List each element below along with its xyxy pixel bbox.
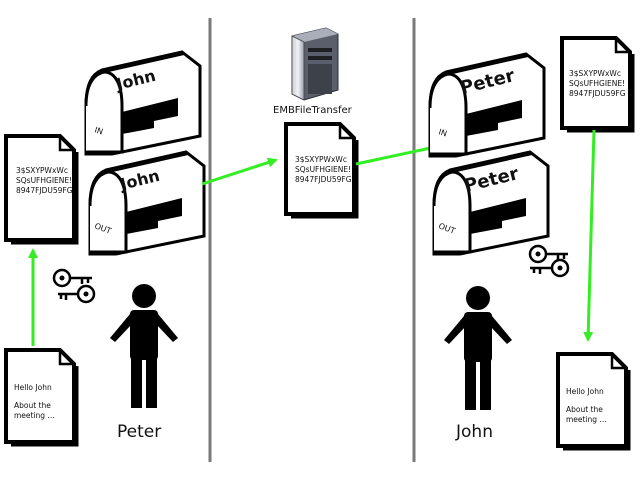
key-icon <box>52 268 96 304</box>
mailbox-tag: IN <box>93 125 104 136</box>
doc-text-line: Hello John <box>566 387 604 396</box>
document-icon: 3$SXYPWxWc SQsUFHGIENE! 8947FJDU59FG <box>284 122 359 219</box>
arrow <box>355 142 442 166</box>
doc-text-line: SQsUFHGIENE! <box>295 165 351 174</box>
person-label: Peter <box>117 422 161 442</box>
key-icon <box>528 244 570 278</box>
doc-text-line: 3$SXYPWxWc <box>16 166 68 175</box>
mailbox-icon: Peter OUT <box>432 150 550 256</box>
document-icon: 3$SXYPWxWc SQsUFHGIENE! 8947FJDU59FG <box>560 36 635 133</box>
document-icon: Hello John About the meeting ... <box>556 352 631 451</box>
doc-text-line: SQsUFHGIENE! <box>569 79 625 88</box>
mailbox-icon: John OUT <box>88 150 206 256</box>
mailbox-icon: John IN <box>84 50 202 156</box>
person-icon <box>444 286 512 410</box>
mailbox-icon: Peter IN <box>428 52 546 158</box>
document-icon: 3$SXYPWxWc SQsUFHGIENE! 8947FJDU59FG <box>4 134 79 245</box>
server-icon <box>291 27 339 101</box>
doc-text-line: 3$SXYPWxWc <box>569 69 621 78</box>
doc-text-line: SQsUFHGIENE! <box>16 176 72 185</box>
server-label: EMBFileTransfer <box>273 105 353 116</box>
doc-text-line: Hello John <box>14 383 52 392</box>
doc-text-line: 8947FJDU59FG <box>569 89 626 98</box>
document-icon: Hello John About the meeting ... <box>4 348 79 447</box>
arrow <box>583 129 596 342</box>
doc-text-line: meeting ... <box>14 411 55 420</box>
doc-text-line: 8947FJDU59FG <box>16 186 73 195</box>
person-icon <box>110 284 178 408</box>
mailbox-tag: IN <box>437 127 448 138</box>
doc-text-line: 8947FJDU59FG <box>295 175 352 184</box>
doc-text-line: 3$SXYPWxWc <box>295 155 347 164</box>
person-label: John <box>455 422 493 442</box>
arrow <box>201 157 278 186</box>
doc-text-line: About the <box>566 405 603 414</box>
doc-text-line: About the <box>14 401 51 410</box>
doc-text-line: meeting ... <box>566 415 607 424</box>
